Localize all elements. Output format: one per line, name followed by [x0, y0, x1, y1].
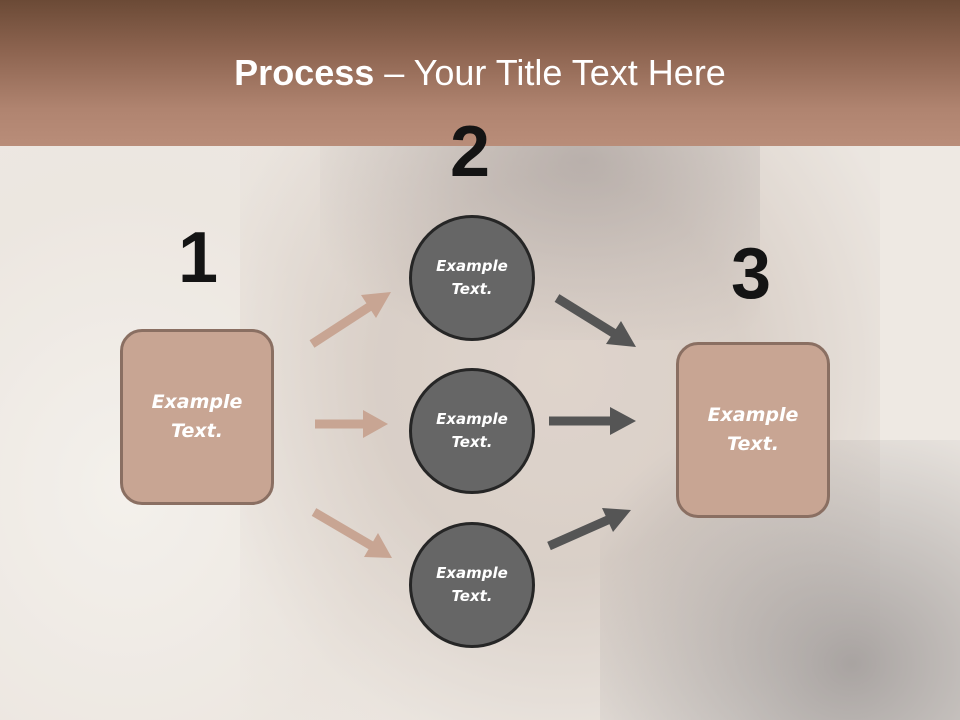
step-1-box-text: Example Text. [151, 391, 243, 442]
slide-title: Process – Your Title Text Here [0, 52, 960, 94]
arrow-bottom-to-right [547, 508, 631, 551]
title-bold: Process [234, 52, 375, 93]
step-1-box: Example Text. [120, 329, 274, 505]
circle-top-text: Example Text. [436, 257, 508, 298]
arrow-left-to-middle [315, 410, 388, 438]
arrow-left-to-bottom [311, 508, 392, 558]
step-number-3: 3 [731, 234, 772, 314]
arrow-middle-to-right [549, 407, 636, 435]
step-3-box-text: Example Text. [707, 404, 799, 455]
step-3-box: Example Text. [676, 342, 830, 518]
step-number-1: 1 [178, 218, 219, 298]
title-bar [0, 0, 960, 146]
step-2-circle-middle: Example Text. [409, 368, 535, 494]
arrow-top-to-right [554, 294, 636, 347]
step-2-circle-bottom: Example Text. [409, 522, 535, 648]
step-2-circle-top: Example Text. [409, 215, 535, 341]
arrow-left-to-top [309, 292, 391, 348]
title-rest: – Your Title Text Here [374, 52, 726, 93]
step-number-2: 2 [450, 112, 491, 192]
circle-middle-text: Example Text. [436, 410, 508, 451]
circle-bottom-text: Example Text. [436, 564, 508, 605]
